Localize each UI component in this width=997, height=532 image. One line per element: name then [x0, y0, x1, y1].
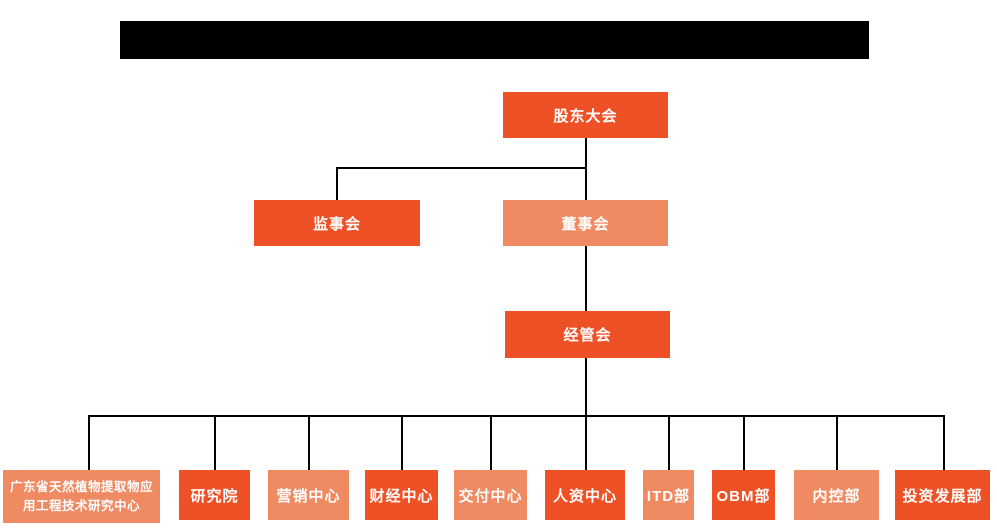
org-node-management-committee: 经管会 — [505, 311, 670, 358]
org-node-label: 研究院 — [190, 487, 239, 505]
connector-drop-research-center — [88, 415, 90, 470]
org-node-delivery-center: 交付中心 — [454, 470, 527, 520]
connector-drop-supervisors — [336, 167, 338, 200]
org-node-label: 董事会 — [561, 215, 610, 233]
org-node-obm-dept: OBM部 — [712, 470, 775, 520]
org-node-label: 财经中心 — [369, 487, 434, 505]
org-node-finance-center: 财经中心 — [365, 470, 438, 520]
connector-drop-investment-dev-dept — [943, 415, 945, 470]
org-node-label: ITD部 — [646, 487, 691, 505]
connector-root-to-directors — [585, 138, 587, 200]
connector-drop-delivery-center — [490, 415, 492, 470]
org-node-marketing-center: 营销中心 — [268, 470, 349, 520]
connector-drop-hr-center — [585, 415, 587, 470]
org-node-label: 股东大会 — [553, 107, 618, 125]
org-node-label: 交付中心 — [458, 487, 523, 505]
org-node-label: 经管会 — [563, 327, 612, 344]
org-node-research-institute: 研究院 — [179, 470, 250, 520]
org-node-natural-plant-extract-research-center: 广东省天然植物提取物应用工程技术研究中心 — [3, 470, 160, 523]
org-node-label: 营销中心 — [276, 487, 341, 505]
connector-drop-itd-dept — [668, 415, 670, 470]
connector-drop-internal-control-dept — [836, 415, 838, 470]
org-node-label: 投资发展部 — [902, 487, 983, 505]
org-node-shareholders-meeting: 股东大会 — [503, 92, 668, 138]
org-node-itd-dept: ITD部 — [643, 470, 694, 520]
connector-drop-research-institute — [214, 415, 216, 470]
connector-branch-horizontal — [336, 167, 587, 169]
org-node-label: 监事会 — [312, 215, 361, 233]
connector-drop-finance-center — [401, 415, 403, 470]
org-node-label: OBM部 — [716, 487, 771, 505]
org-node-label: 内控部 — [812, 487, 861, 505]
connector-drop-obm-dept — [743, 415, 745, 470]
connector-bus-horizontal — [88, 415, 945, 417]
org-node-supervisory-board: 监事会 — [254, 200, 420, 246]
title-redaction-bar — [120, 21, 869, 59]
org-node-hr-center: 人资中心 — [545, 470, 625, 520]
org-node-board-of-directors: 董事会 — [503, 200, 668, 246]
org-node-label: 广东省天然植物提取物应用工程技术研究中心 — [9, 480, 153, 513]
connector-drop-marketing-center — [308, 415, 310, 470]
connector-management-to-bus — [585, 358, 587, 417]
org-node-investment-development-dept: 投资发展部 — [895, 470, 990, 520]
connector-directors-to-management — [585, 246, 587, 311]
org-node-label: 人资中心 — [552, 487, 617, 505]
org-node-internal-control-dept: 内控部 — [794, 470, 879, 520]
